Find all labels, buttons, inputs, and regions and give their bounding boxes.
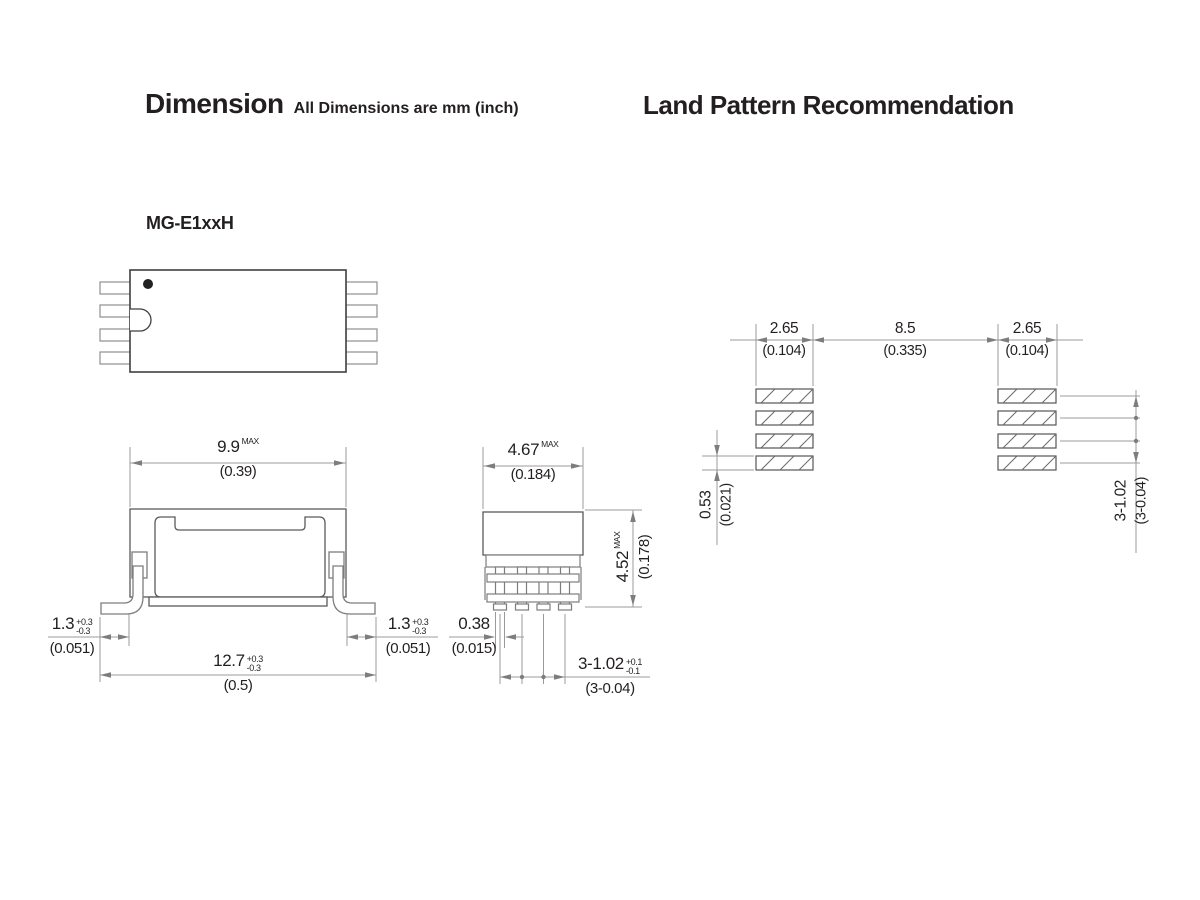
dim-pad-height: 0.53 (0.021) <box>697 483 735 527</box>
top-pin <box>345 328 378 342</box>
dim-overall-width: 12.7+0.3-0.3 (0.5) <box>213 651 264 694</box>
side-foot <box>492 603 508 611</box>
max-marker: MAX <box>241 436 260 446</box>
land-pads-right <box>997 388 1057 471</box>
side-view-arrows <box>484 463 636 680</box>
side-view <box>482 511 584 611</box>
side-flange <box>485 554 581 568</box>
top-polarity-notch <box>130 308 152 332</box>
pin1-dot <box>143 279 153 289</box>
side-foot <box>536 603 551 611</box>
land-pad <box>755 410 814 426</box>
top-view <box>99 269 378 373</box>
top-pin <box>99 351 132 365</box>
max-marker: MAX <box>541 439 559 449</box>
front-body-base <box>148 596 328 607</box>
top-pin <box>345 281 378 295</box>
max-marker: MAX <box>612 531 622 549</box>
land-pattern-header: Land Pattern Recommendation <box>643 90 1014 121</box>
land-pad <box>755 455 814 471</box>
tolerance-stack: +0.3-0.3 <box>246 654 264 673</box>
dim-pad-span: 8.5 (0.335) <box>883 320 927 359</box>
dim-pad-width-left: 2.65 (0.104) <box>762 320 806 359</box>
land-pattern-title: Land Pattern Recommendation <box>643 90 1014 120</box>
land-pattern-arrows <box>714 337 1139 481</box>
front-view <box>100 508 376 615</box>
land-pad <box>755 388 814 404</box>
land-pad <box>997 410 1057 426</box>
land-pads-left <box>755 388 814 471</box>
side-body <box>482 511 584 556</box>
dimension-title: Dimension <box>145 88 284 119</box>
land-pad <box>997 388 1057 404</box>
dim-pad-pitch: 3-1.02 (3-0.04) <box>1112 476 1150 525</box>
front-gullwing-lead-right <box>332 565 376 615</box>
top-pin <box>99 281 132 295</box>
side-view-dims <box>449 447 650 684</box>
front-body-inner <box>154 516 326 598</box>
tolerance-stack: +0.3-0.3 <box>412 617 429 636</box>
land-pad <box>755 433 814 449</box>
dim-lead-right: 1.3+0.3-0.3 (0.051) <box>385 614 431 657</box>
top-pin <box>99 304 132 318</box>
dim-pad-width-right: 2.65 (0.104) <box>1005 320 1049 359</box>
side-foot <box>557 603 573 611</box>
front-view-arrows <box>100 460 376 678</box>
top-pin <box>345 304 378 318</box>
part-number-label: MG-E1xxH <box>146 213 234 233</box>
land-pad-hatching <box>760 388 1057 471</box>
dim-lead-thickness: 0.38 (0.015) <box>451 614 497 657</box>
dimension-header: Dimension All Dimensions are mm (inch) <box>145 88 519 120</box>
top-pin <box>345 351 378 365</box>
dim-lead-left: 1.3+0.3-0.3 (0.051) <box>49 614 95 657</box>
dimension-units-note: All Dimensions are mm (inch) <box>293 100 519 117</box>
tolerance-stack: +0.1-0.1 <box>625 657 643 676</box>
top-body <box>129 269 347 373</box>
side-lead-band <box>486 593 580 603</box>
land-pad <box>997 455 1057 471</box>
dim-body-height: 4.52MAX (0.178) <box>612 531 653 583</box>
tolerance-stack: +0.3-0.3 <box>76 617 93 636</box>
side-foot <box>514 603 530 611</box>
side-lead-band <box>486 573 580 583</box>
dim-lead-pitch: 3-1.02+0.1-0.1 (3-0.04) <box>578 654 643 697</box>
land-pad <box>997 433 1057 449</box>
front-gullwing-lead-left <box>100 565 144 615</box>
top-pin <box>99 328 132 342</box>
